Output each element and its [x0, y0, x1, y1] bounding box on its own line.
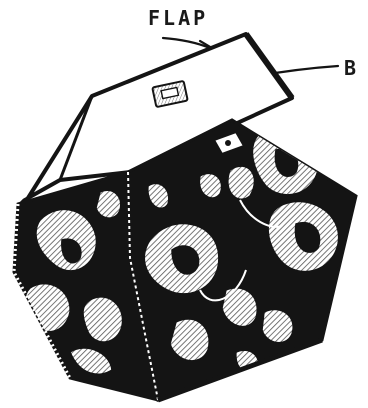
box-front-panel — [128, 120, 356, 400]
